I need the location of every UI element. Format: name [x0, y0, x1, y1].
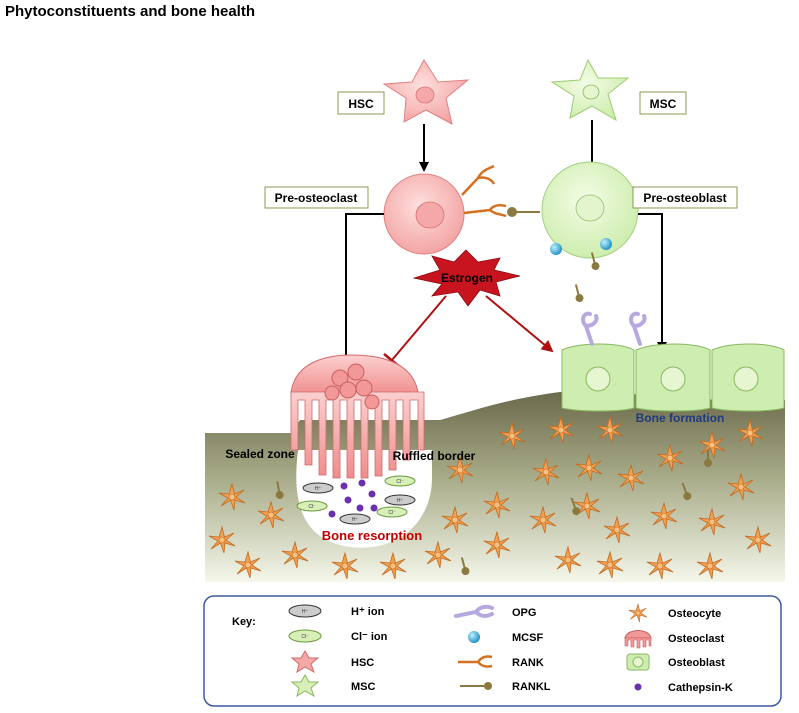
key-item-osteoclast: Osteoclast [668, 633, 725, 645]
opg-icon [454, 604, 494, 618]
key-item-h-ion: H⁺ ion [351, 606, 385, 618]
svg-text:Cl⁻: Cl⁻ [301, 634, 309, 640]
msc-icon [290, 673, 320, 698]
rank-icon [458, 655, 493, 668]
rank-rankl-complex [463, 203, 507, 218]
svg-text:H⁺: H⁺ [397, 498, 404, 504]
pre-osteoclast-label: Pre-osteoclast [275, 191, 358, 205]
osteoblast-icon [626, 653, 650, 671]
key-box [203, 595, 782, 707]
pre-osteoblast-label: Pre-osteoblast [643, 191, 726, 205]
key-item-osteocyte: Osteocyte [668, 608, 721, 620]
h-ion-icon [288, 604, 322, 618]
estrogen-label: Estrogen [441, 271, 493, 285]
key-item-cl-ion: Cl⁻ ion [351, 631, 388, 643]
key-item-rankl: RANKL [512, 681, 551, 693]
svg-text:H⁺: H⁺ [302, 609, 309, 615]
mcsf-icon [468, 631, 480, 643]
page-title: Phytoconstituents and bone health [5, 3, 256, 20]
svg-text:Cl⁻: Cl⁻ [388, 510, 396, 516]
svg-text:H⁺: H⁺ [352, 517, 359, 523]
opg-bound-2 [629, 311, 647, 346]
osteoblast-layer [561, 343, 785, 412]
resorption-contents: H⁺ Cl⁻ Cl⁻ H⁺ Cl⁻ H⁺ [296, 475, 416, 525]
bone-formation-label: Bone formation [636, 411, 725, 425]
key-item-opg: OPG [512, 607, 536, 619]
msc-label: MSC [650, 97, 677, 111]
key-item-osteoblast: Osteoblast [668, 657, 725, 669]
estrogen-burst [412, 249, 521, 307]
cl-ion-icon [288, 629, 322, 643]
cathepsin-k-icon [634, 683, 642, 691]
key-item-mcsf: MCSF [512, 632, 543, 644]
osteoclast-cell [290, 354, 425, 479]
key-item-rank: RANK [512, 657, 544, 669]
key-title: Key: [232, 616, 256, 628]
key-item-msc: MSC [351, 681, 376, 693]
rankl-icon [460, 682, 492, 690]
svg-text:Cl⁻: Cl⁻ [308, 504, 316, 510]
sealed-zone-label: Sealed zone [225, 447, 295, 461]
svg-text:Cl⁻: Cl⁻ [396, 479, 404, 485]
hsc-icon [290, 649, 320, 674]
opg-bound [581, 311, 599, 346]
osteoclast-icon [624, 630, 652, 649]
svg-text:H⁺: H⁺ [315, 486, 322, 492]
resorption-lacuna [296, 450, 432, 548]
ruffled-border-label: Ruffled border [393, 449, 476, 463]
bone-resorption-label: Bone resorption [322, 528, 422, 543]
hsc-label: HSC [348, 97, 374, 111]
key-item-cathepsin-k: Cathepsin-K [668, 682, 733, 694]
rank-receptor [461, 164, 496, 196]
key-item-hsc: HSC [351, 657, 374, 669]
